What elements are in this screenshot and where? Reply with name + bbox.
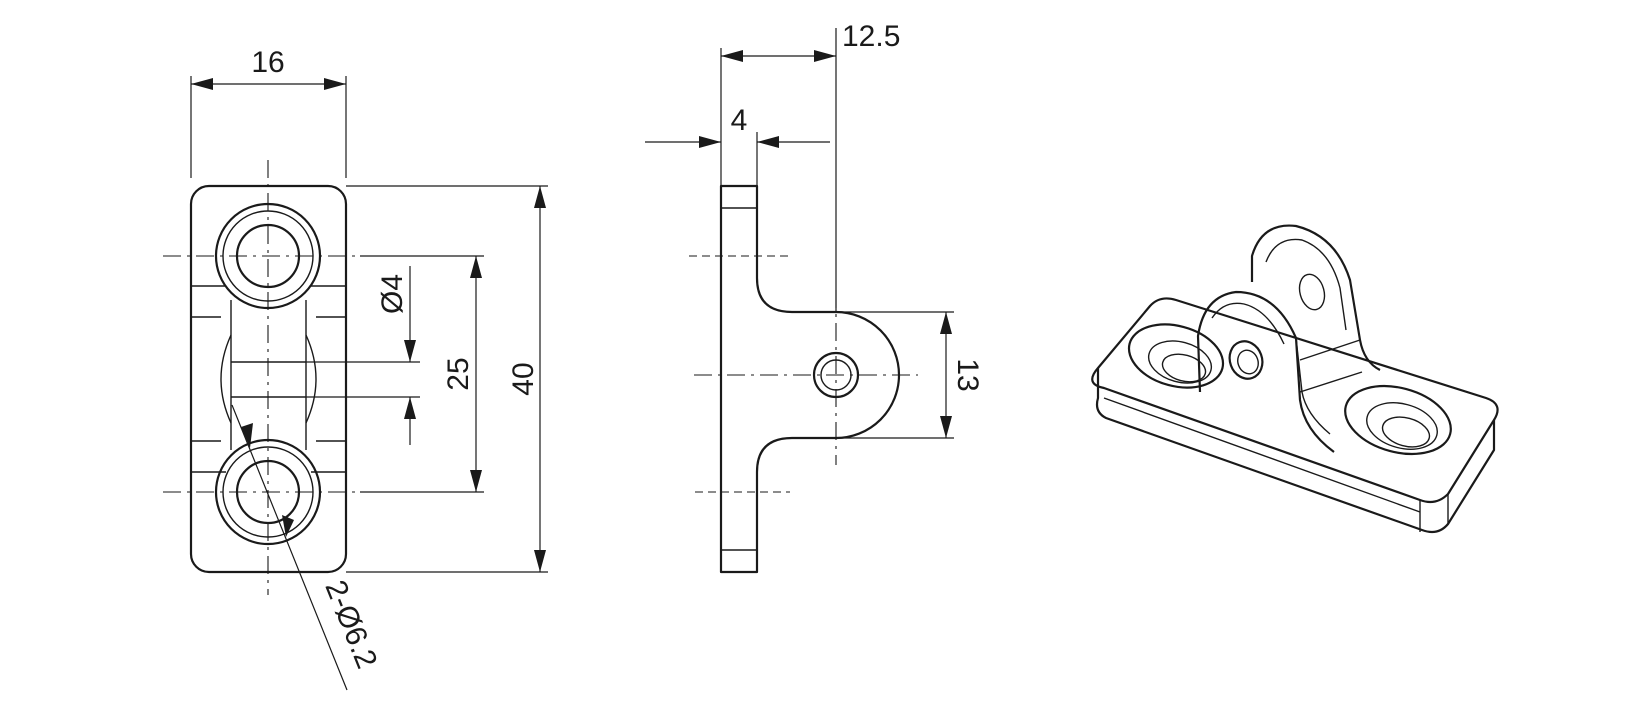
iso-pin-hole xyxy=(1228,340,1264,380)
front-lug-silhouette xyxy=(220,334,232,424)
side-dimensions: 12.5 4 13 xyxy=(645,20,984,439)
dim-height-40: 40 xyxy=(507,362,540,395)
dim-depth-12-5: 12.5 xyxy=(842,20,900,53)
iso-front-lug xyxy=(1196,290,1335,453)
side-profile xyxy=(719,184,901,574)
dim-width-16: 16 xyxy=(251,46,284,79)
side-view xyxy=(689,184,918,574)
isometric-view xyxy=(1091,224,1499,534)
dim-spacing-25: 25 xyxy=(442,357,475,390)
dim-lug-height-13: 13 xyxy=(951,358,984,391)
front-dimensions: 16 40 25 Ø4 2-Ø6.2 xyxy=(190,46,548,691)
iso-base-side xyxy=(1095,368,1496,534)
iso-left-counterbore xyxy=(1127,323,1225,389)
iso-right-counterbore xyxy=(1344,384,1452,456)
dim-mount-holes: 2-Ø6.2 xyxy=(318,576,383,673)
dim-pin-hole-dia: Ø4 xyxy=(376,274,409,314)
iso-base-top xyxy=(1091,297,1499,504)
dim-plate-thickness-4: 4 xyxy=(731,104,748,137)
front-view xyxy=(163,160,355,595)
iso-back-lug xyxy=(1250,224,1381,371)
